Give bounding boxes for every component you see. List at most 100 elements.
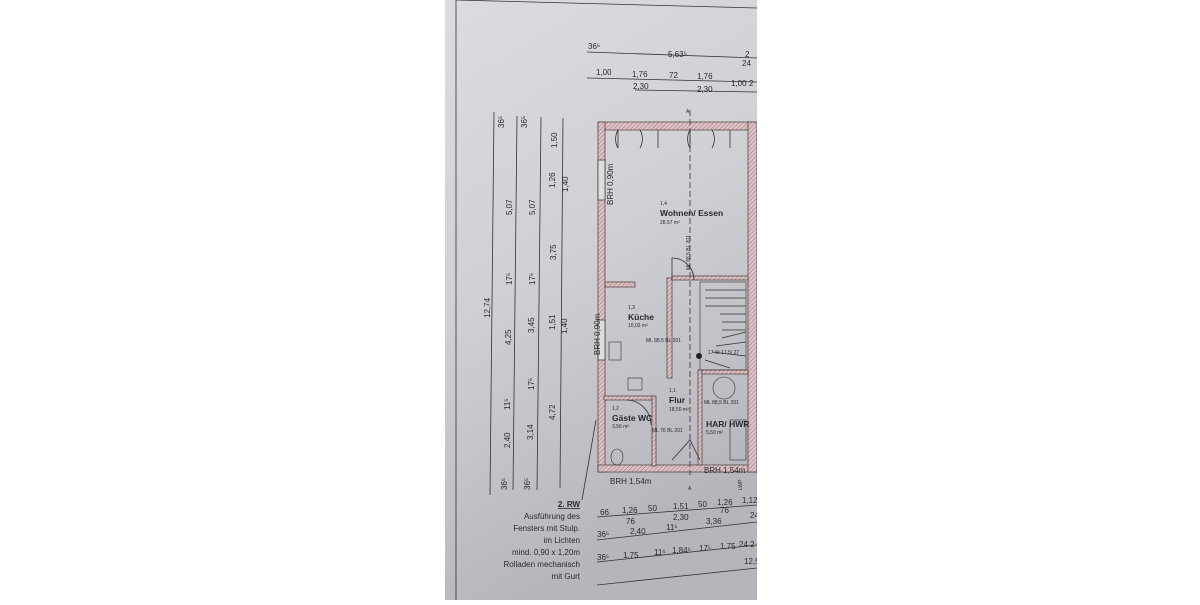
svg-text:17 St 17,5/ 27: 17 St 17,5/ 27 (708, 350, 739, 356)
svg-text:BRH 1,54m: BRH 1,54m (610, 477, 652, 486)
svg-text:36⁵: 36⁵ (588, 42, 600, 51)
svg-text:HAR/ HWR: HAR/ HWR (706, 419, 749, 429)
window-note: 2. RW Ausführung des Fensters mit Stulp.… (504, 419, 597, 581)
svg-text:36⁵: 36⁵ (497, 116, 506, 128)
svg-text:1,26: 1,26 (548, 172, 557, 188)
svg-text:2: 2 (749, 79, 754, 88)
svg-text:2: 2 (745, 50, 750, 59)
svg-text:BRH 0,90m: BRH 0,90m (606, 163, 615, 205)
room-wohnen-essen: 1,4 Wohnen/ Essen 28,57 m² (660, 201, 723, 226)
svg-text:1,40: 1,40 (561, 176, 570, 192)
svg-text:11⁵: 11⁵ (503, 398, 512, 410)
svg-text:1,84⁵: 1,84⁵ (672, 546, 691, 555)
svg-text:1,51: 1,51 (548, 314, 557, 330)
svg-text:ML 76 BL 201: ML 76 BL 201 (652, 428, 683, 434)
top-dimensions: 36⁵ 5,63⁵ 2 24 1,00 1,76 72 1,76 1,00 2 … (586, 42, 758, 94)
svg-text:17⁵: 17⁵ (505, 273, 514, 285)
svg-text:12,74: 12,74 (483, 297, 492, 318)
svg-text:36⁵: 36⁵ (523, 478, 532, 490)
svg-text:3,45: 3,45 (527, 317, 536, 333)
svg-text:3,36: 3,36 (706, 517, 722, 526)
svg-text:28,57 m²: 28,57 m² (660, 220, 680, 226)
svg-text:1,76: 1,76 (697, 72, 713, 81)
room-kueche: 1,3 Küche 10,03 m² (628, 305, 654, 329)
svg-text:17⁵: 17⁵ (528, 273, 537, 285)
svg-text:Rolladen mechanisch: Rolladen mechanisch (504, 560, 581, 569)
svg-text:1,76: 1,76 (632, 70, 648, 79)
svg-text:2,30: 2,30 (633, 82, 649, 91)
svg-text:1,2: 1,2 (612, 406, 619, 412)
left-dimensions: 12,74 36⁵ 5,07 17⁵ 4,25 11⁵ 2,40 36⁵ 36⁵… (483, 111, 570, 496)
svg-text:3,75: 3,75 (549, 244, 558, 260)
svg-text:76: 76 (626, 517, 635, 526)
svg-text:1,00: 1,00 (731, 79, 747, 88)
svg-text:1,40: 1,40 (560, 318, 569, 334)
svg-text:24: 24 (739, 540, 748, 549)
walls (597, 121, 758, 473)
svg-text:BRH 0,90m: BRH 0,90m (593, 313, 602, 355)
svg-text:Ausführung des: Ausführung des (524, 512, 580, 521)
svg-text:ML 88,5 BL 201: ML 88,5 BL 201 (704, 400, 739, 406)
svg-text:17⁵: 17⁵ (699, 544, 711, 553)
svg-text:Wohnen/ Essen: Wohnen/ Essen (660, 208, 723, 218)
svg-text:2,40: 2,40 (630, 527, 646, 536)
svg-text:36⁵: 36⁵ (597, 553, 609, 562)
svg-text:1,51: 1,51 (673, 502, 689, 511)
svg-text:Flur: Flur (669, 395, 686, 405)
svg-text:2: 2 (750, 540, 755, 549)
bottom-dimensions: 66 1,26 50 1,51 50 1,26 1,12 76 2,30 76 … (596, 496, 760, 586)
svg-text:BRH 1,54m: BRH 1,54m (704, 466, 746, 475)
staircase: 17 St 17,5/ 27 (696, 281, 747, 371)
svg-text:1,50: 1,50 (550, 132, 559, 148)
svg-text:ML 88,5 BL 201: ML 88,5 BL 201 (646, 338, 681, 344)
svg-text:50: 50 (648, 504, 657, 513)
floor-plan-drawing: 36⁵ 5,63⁵ 2 24 1,00 1,76 72 1,76 1,00 2 … (445, 0, 760, 600)
svg-text:1,1: 1,1 (669, 388, 676, 394)
svg-text:1,75: 1,75 (623, 551, 639, 560)
svg-text:50: 50 (698, 500, 707, 509)
svg-text:A: A (686, 109, 690, 115)
svg-text:24: 24 (742, 59, 751, 68)
svg-text:1,12: 1,12 (742, 496, 757, 505)
svg-text:Gäste WC: Gäste WC (612, 413, 652, 423)
svg-text:18,50 m²: 18,50 m² (669, 407, 689, 413)
svg-text:4,72: 4,72 (548, 404, 557, 420)
svg-text:1,4: 1,4 (660, 201, 667, 207)
svg-text:5,63⁵: 5,63⁵ (668, 50, 687, 59)
svg-text:36⁵: 36⁵ (520, 116, 529, 128)
svg-text:ML 88,5 BL 201: ML 88,5 BL 201 (686, 235, 692, 270)
labels: ML 88,5 BL 201 ML 88,5 BL 201 ML 76 BL 2… (593, 109, 746, 492)
svg-text:A: A (688, 486, 692, 492)
svg-text:2. RW: 2. RW (558, 500, 581, 509)
svg-text:2,40: 2,40 (503, 432, 512, 448)
room-har-hwr: HAR/ HWR 5,50 m² (706, 419, 749, 436)
svg-text:Küche: Küche (628, 312, 654, 322)
svg-text:76: 76 (720, 506, 729, 515)
svg-text:72: 72 (669, 71, 678, 80)
frame-line (455, 0, 758, 9)
svg-text:36⁵: 36⁵ (597, 530, 609, 539)
svg-text:mit Gurt: mit Gurt (552, 572, 581, 581)
svg-text:1,00: 1,00 (596, 68, 612, 77)
room-flur: 1,1 Flur 18,50 m² (669, 388, 689, 413)
windows-and-doors (597, 110, 731, 475)
svg-text:4,25: 4,25 (504, 329, 513, 345)
svg-text:11⁵: 11⁵ (654, 548, 666, 557)
svg-text:3,14: 3,14 (526, 424, 535, 440)
svg-text:5,07: 5,07 (528, 199, 537, 215)
svg-text:1,3: 1,3 (628, 305, 635, 311)
svg-text:11⁵: 11⁵ (666, 523, 678, 532)
floor-plan-photo: 36⁵ 5,63⁵ 2 24 1,00 1,76 72 1,76 1,00 2 … (445, 0, 760, 600)
svg-text:5,50 m²: 5,50 m² (706, 430, 723, 436)
svg-text:66: 66 (600, 508, 609, 517)
svg-text:5,07: 5,07 (505, 199, 514, 215)
fixtures (608, 341, 747, 466)
svg-text:2,30: 2,30 (673, 513, 689, 522)
svg-text:Fensters mit Stulp.: Fensters mit Stulp. (513, 524, 580, 533)
svg-text:24: 24 (750, 511, 757, 520)
svg-text:36⁵: 36⁵ (500, 478, 509, 490)
svg-text:1,26: 1,26 (717, 498, 733, 507)
svg-text:1,26: 1,26 (622, 506, 638, 515)
svg-text:12,5: 12,5 (744, 557, 757, 566)
svg-text:im Lichten: im Lichten (544, 536, 580, 545)
